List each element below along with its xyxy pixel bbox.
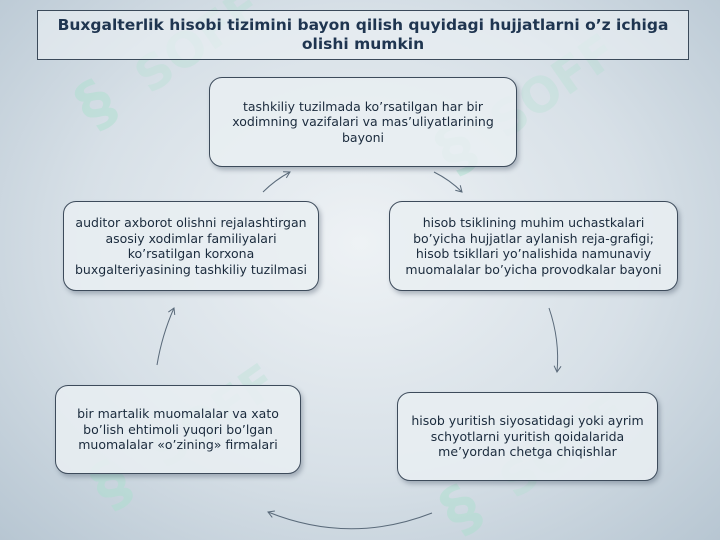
- node-staff-duties: tashkiliy tuzilmada ko’rsatilgan har bir…: [209, 77, 517, 167]
- page-title: Buxgalterlik hisobi tizimini bayon qilis…: [37, 10, 689, 60]
- arrow-n3-to-n4: [267, 510, 433, 530]
- node-policy-deviations: hisob yuritish siyosatidagi yoki ayrim s…: [397, 392, 658, 481]
- node-org-structure: auditor axborot olishni rejalashtirgan a…: [63, 201, 319, 291]
- arrow-n4-to-n5: [156, 307, 176, 366]
- arrow-n1-to-n2: [433, 171, 463, 193]
- node-one-time-transactions: bir martalik muomalalar va xato bo’lish …: [55, 385, 301, 474]
- node-document-flow-schedule: hisob tsiklining muhim uchastkalari bo’y…: [389, 201, 678, 291]
- arrow-n5-to-n1: [262, 171, 291, 193]
- arrow-n2-to-n3: [548, 307, 562, 373]
